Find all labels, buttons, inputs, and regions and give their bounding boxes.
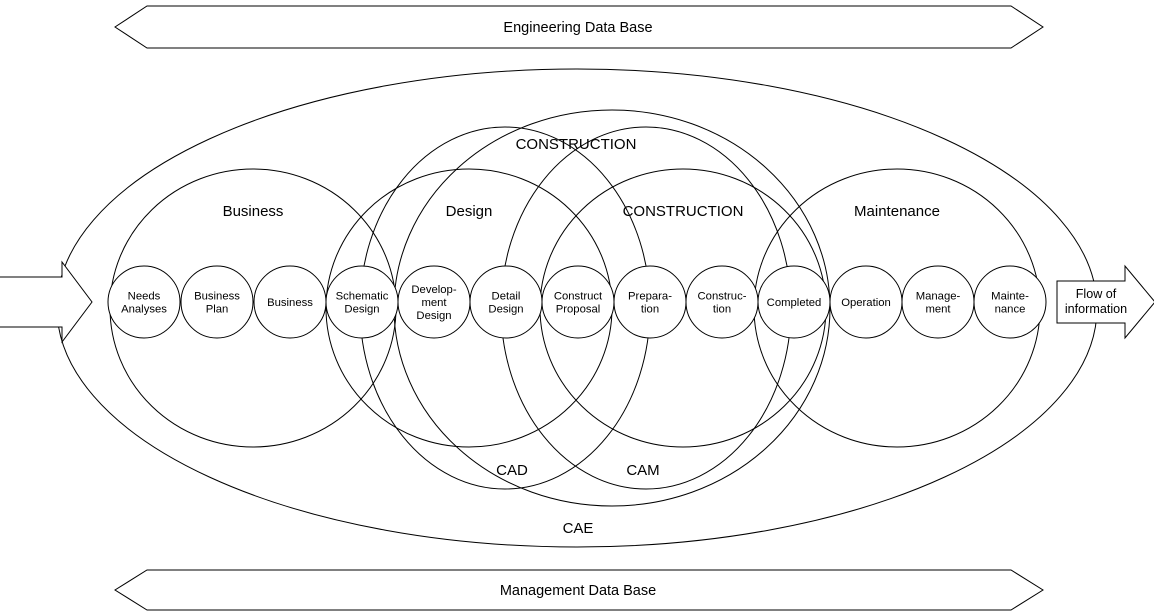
phase-construction-label: CONSTRUCTION: [623, 203, 744, 220]
engineering-data-base-label: Engineering Data Base: [503, 20, 652, 36]
node-maintenance-label-line1: Mainte-: [991, 290, 1029, 302]
node-needs-analyses-circle[interactable]: [107, 265, 181, 339]
output-flow-arrow-shape: [1056, 264, 1154, 340]
management-data-base-label: Management Data Base: [500, 583, 656, 599]
node-business-plan-label-line1: Business: [194, 290, 240, 302]
node-detail-design-label-line1: Detail: [492, 290, 521, 302]
phase-business-label: Business: [223, 203, 284, 220]
flow-of-information-label-line2: information: [1065, 302, 1127, 316]
node-management-label-line2: ment: [925, 304, 951, 316]
node-detail-design-label-line2: Design: [488, 304, 523, 316]
construction-big-label: CONSTRUCTION: [516, 136, 637, 153]
node-maintenance[interactable]: Mainte-nance: [973, 265, 1047, 339]
node-management-label-line1: Manage-: [916, 290, 961, 302]
input-flow-arrow-shape: [0, 260, 93, 344]
node-preparation[interactable]: Prepara-tion: [613, 265, 687, 339]
node-construction-label-line1: Construc-: [698, 290, 747, 302]
node-development-design-label-line1: Develop-: [411, 284, 456, 296]
node-maintenance-circle[interactable]: [973, 265, 1047, 339]
node-maintenance-label-line2: nance: [995, 304, 1026, 316]
cae-label: CAE: [563, 520, 594, 537]
cam-label: CAM: [626, 462, 659, 479]
node-completed[interactable]: Completed: [757, 265, 831, 339]
node-development-design-label-line2: ment: [421, 297, 447, 309]
cad-label: CAD: [496, 462, 528, 479]
engineering-data-base-banner: Engineering Data Base: [114, 5, 1044, 49]
node-construction-label-line2: tion: [713, 304, 731, 316]
management-data-base-banner: Management Data Base: [114, 569, 1044, 611]
input-flow-arrow: [0, 260, 93, 344]
node-operation-label-line1: Operation: [841, 297, 891, 309]
node-construct-proposal-label-line1: Construct: [554, 290, 603, 302]
node-construct-proposal-label-line2: Proposal: [556, 304, 601, 316]
management-data-base-banner-shape: [114, 569, 1044, 611]
node-schematic-design-label-line2: Design: [344, 304, 379, 316]
node-preparation-label-line1: Prepara-: [628, 290, 672, 302]
node-needs-analyses-label-line2: Analyses: [121, 304, 167, 316]
output-flow-arrow: Flow of information: [1056, 264, 1154, 340]
node-management[interactable]: Manage-ment: [901, 265, 975, 339]
engineering-data-base-banner-shape: [114, 5, 1044, 49]
node-development-design-label-line3: Design: [416, 310, 451, 322]
phase-design-label: Design: [446, 203, 493, 220]
node-business-plan-label-line2: Plan: [206, 304, 229, 316]
phase-maintenance-label: Maintenance: [854, 203, 940, 220]
node-business[interactable]: Business: [253, 265, 327, 339]
node-completed-label-line1: Completed: [767, 297, 822, 309]
process-node-chain: NeedsAnalysesBusinessPlanBusinessSchemat…: [107, 265, 1047, 339]
node-construction[interactable]: Construc-tion: [685, 265, 759, 339]
node-business-plan-circle[interactable]: [180, 265, 254, 339]
node-schematic-design-label-line1: Schematic: [336, 290, 389, 302]
node-preparation-label-line2: tion: [641, 304, 659, 316]
node-operation[interactable]: Operation: [829, 265, 903, 339]
flow-of-information-label-line1: Flow of: [1076, 287, 1117, 301]
node-business-label-line1: Business: [267, 297, 313, 309]
node-needs-analyses-label-line1: Needs: [128, 290, 161, 302]
